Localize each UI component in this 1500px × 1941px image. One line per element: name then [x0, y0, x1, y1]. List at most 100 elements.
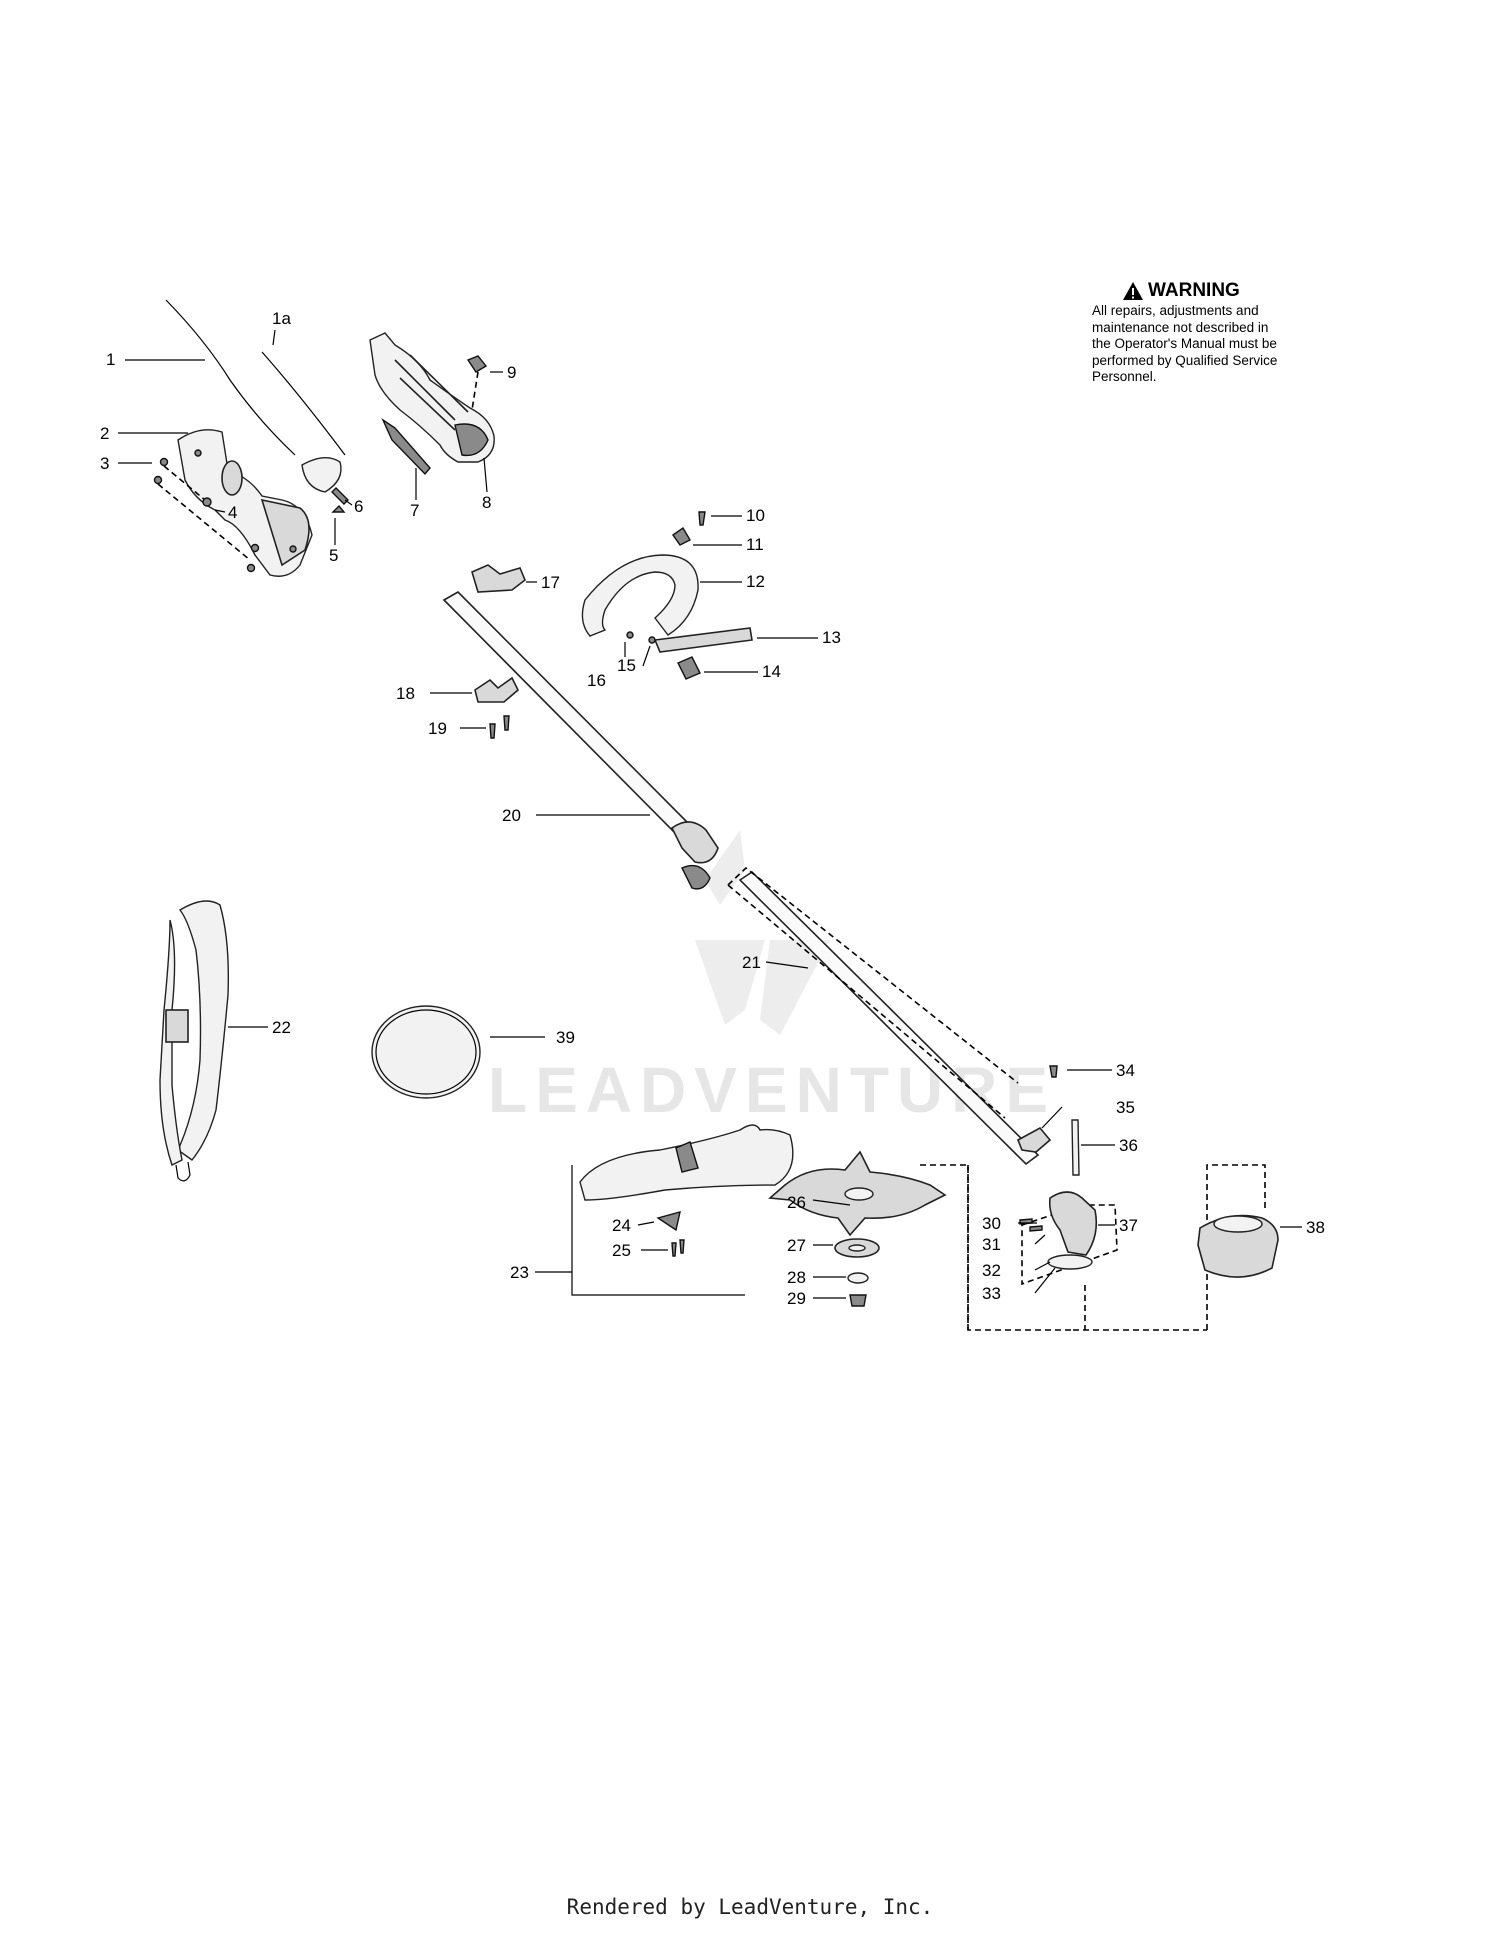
handle-bracket-part	[653, 627, 753, 653]
callout-label: 23	[510, 1263, 529, 1282]
leader-line	[483, 457, 488, 493]
washer-hole-part	[848, 1244, 866, 1252]
callout-label: 1	[106, 350, 115, 369]
callout-label: 2	[100, 424, 109, 443]
leader-line	[272, 329, 276, 346]
bolt-part	[698, 511, 706, 526]
leader-line	[637, 1221, 655, 1226]
warning-line: All repairs, adjustments and	[1092, 303, 1259, 318]
lockout-part	[331, 487, 349, 505]
shield-bracket-part	[675, 1141, 699, 1173]
trimmer-head-cap-part	[1213, 1215, 1263, 1233]
switch-part	[381, 418, 431, 476]
leader-line	[765, 961, 809, 969]
gear-head-washer-part	[1047, 1254, 1093, 1270]
callout-label: 24	[612, 1216, 631, 1235]
blade-group	[768, 1150, 1073, 1331]
callout-label: 22	[272, 1018, 291, 1037]
callout-label: 27	[787, 1236, 806, 1255]
washer-part	[847, 1272, 869, 1284]
trimmer-line-part	[375, 1009, 477, 1095]
footer-credit: Rendered by LeadVenture, Inc.	[566, 1895, 934, 1919]
housing-grip-part	[221, 460, 243, 496]
housing-hole-part	[194, 449, 202, 457]
throttle-cable-part	[165, 299, 296, 456]
nut-part	[626, 631, 634, 639]
leader-line	[1034, 1234, 1046, 1245]
callout-label: 13	[822, 628, 841, 647]
watermark: LEADVENTURE	[488, 830, 1048, 1126]
callout-label: 32	[982, 1261, 1001, 1280]
callout-label: 19	[428, 719, 447, 738]
callout-label: 38	[1306, 1218, 1325, 1237]
trimmer-head-group	[1073, 1164, 1279, 1331]
leader-line	[1034, 1261, 1051, 1271]
callout-label: 25	[612, 1241, 631, 1260]
callout-label: 29	[787, 1289, 806, 1308]
harness-group	[159, 900, 230, 1182]
callout-label: 8	[482, 493, 491, 512]
callout-label: 6	[354, 497, 363, 516]
screw-part	[1029, 1225, 1043, 1232]
throttle-housing-group	[153, 299, 349, 577]
leader-line	[812, 1199, 851, 1206]
callout-label: 36	[1119, 1136, 1138, 1155]
callout-label: 31	[982, 1235, 1001, 1254]
warning-triangle-icon	[1123, 282, 1143, 300]
drive-shaft-group	[442, 591, 1040, 1166]
assembly-dashed-line	[727, 884, 1006, 1119]
callout-label: 26	[787, 1193, 806, 1212]
callout-label: 37	[1119, 1216, 1138, 1235]
warning-line: the Operator's Manual must be	[1092, 336, 1277, 351]
bolt-part	[489, 723, 496, 739]
warning-notice: WARNING All repairs, adjustments and mai…	[1092, 280, 1332, 386]
warning-title: WARNING	[1122, 280, 1332, 302]
bolt-part	[503, 715, 510, 731]
callout-label: 35	[1116, 1098, 1135, 1117]
callout-label: 10	[746, 506, 765, 525]
callout-label: 28	[787, 1268, 806, 1287]
harness-clip-part	[175, 1161, 191, 1182]
callout-label: 34	[1116, 1061, 1135, 1080]
nut-part	[466, 355, 488, 373]
screw-part	[153, 475, 163, 485]
callout-label: 1a	[272, 309, 291, 328]
assembly-dashed-line	[727, 866, 1019, 1084]
coupler-knob-part	[681, 864, 711, 890]
callout-label: 3	[100, 454, 109, 473]
callout-label: 20	[502, 806, 521, 825]
knob-part	[672, 526, 691, 546]
shaft-coupler-part	[670, 821, 719, 864]
callout-label: 4	[228, 503, 237, 522]
blade-hub-part	[844, 1187, 874, 1201]
shield-group-bracket	[571, 1165, 745, 1296]
warning-body: All repairs, adjustments and maintenance…	[1092, 303, 1332, 386]
callout-label: 7	[410, 501, 419, 520]
harness-strap-part	[177, 900, 230, 1161]
spring-part	[331, 504, 346, 513]
handle-group	[369, 332, 495, 476]
shaft-clamp-part	[474, 676, 519, 703]
drive-pin-part	[1071, 1119, 1080, 1176]
harness-pad-part	[165, 1009, 189, 1043]
callout-label: 5	[329, 546, 338, 565]
leader-line	[642, 645, 651, 667]
callout-label: 15	[617, 656, 636, 675]
leader-line	[1034, 1267, 1056, 1294]
nut-part	[648, 636, 656, 644]
assist-handle-group	[581, 511, 753, 680]
lower-shaft-part	[738, 870, 1040, 1166]
handle-clamp-part	[677, 656, 701, 680]
leader-lines	[118, 329, 1302, 1299]
housing-trigger-part	[260, 498, 310, 567]
callout-label: 33	[982, 1284, 1001, 1303]
shield-group	[571, 1124, 794, 1296]
throttle-trigger-part	[301, 457, 342, 493]
callout-label: 14	[762, 662, 781, 681]
shaft-clamp-part	[471, 564, 526, 593]
callout-label: 39	[556, 1028, 575, 1047]
trimmer-line-part	[371, 1005, 481, 1099]
screw-part	[250, 543, 260, 553]
callout-label: 11	[746, 535, 764, 554]
